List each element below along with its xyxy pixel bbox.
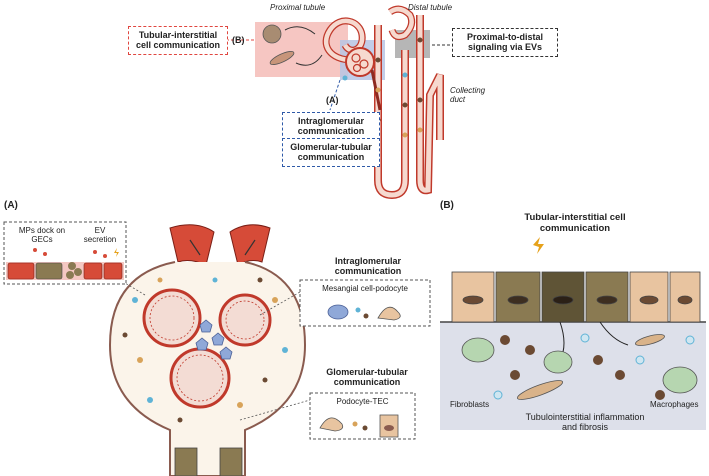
mesangial-inset (299, 279, 431, 327)
tubular-interstitial-box: Tubular-interstitial cell communication (128, 26, 228, 55)
lightning-icon (533, 237, 544, 254)
mesangial-cells (195, 319, 233, 360)
mps-inset (3, 221, 127, 285)
distal-tubule-label: Distal tubule (408, 3, 453, 12)
epithelial-cells (451, 271, 701, 323)
mesangial-caption: Mesangial cell-podocyte (322, 284, 408, 293)
marker-a-top: (A) (326, 95, 339, 105)
panel-b-title: Tubular-interstitial cell communication (524, 212, 626, 234)
proximal-tubule-label: Proximal tubule (270, 3, 326, 12)
proximal-distal-box: Proximal-to-distal signaling via EVs (452, 28, 558, 57)
mps-dock-label: MPs dock on GECs (18, 226, 66, 245)
arterioles (169, 224, 271, 266)
interstitial-cells (461, 334, 698, 400)
panel-b-drawing (440, 237, 706, 430)
glomerulus-ev-dots (122, 277, 288, 423)
podocyte-caption: Podocyte-TEC (336, 397, 389, 406)
glomerular-tubular-box: Glomerular-tubular communication (282, 138, 380, 167)
collecting-duct-label: Collecting duct (450, 86, 486, 105)
podocyte-inset (309, 392, 416, 440)
fibroblasts-label: Fibroblasts (450, 400, 490, 409)
panel-b-caption: Tubulointerstitial inflammation and fibr… (525, 412, 645, 433)
glomerular-tubular-title: Glomerular-tubular communication (326, 367, 408, 388)
intraglomerular-title: Intraglomerular communication (334, 256, 402, 277)
proximal-inset-cells (262, 24, 323, 66)
panel-a-label: (A) (4, 200, 18, 211)
marker-b-top: (B) (232, 35, 245, 45)
tubule-cells-bottom (174, 447, 243, 476)
panel-b-label: (B) (440, 200, 454, 211)
intraglomerular-box: Intraglomerular communication (282, 112, 380, 141)
panel-b-ev-dots (493, 333, 695, 400)
capillary-loops (142, 288, 272, 409)
macrophages-label: Macrophages (650, 400, 699, 409)
ev-secretion-label: EV secretion (83, 226, 117, 245)
